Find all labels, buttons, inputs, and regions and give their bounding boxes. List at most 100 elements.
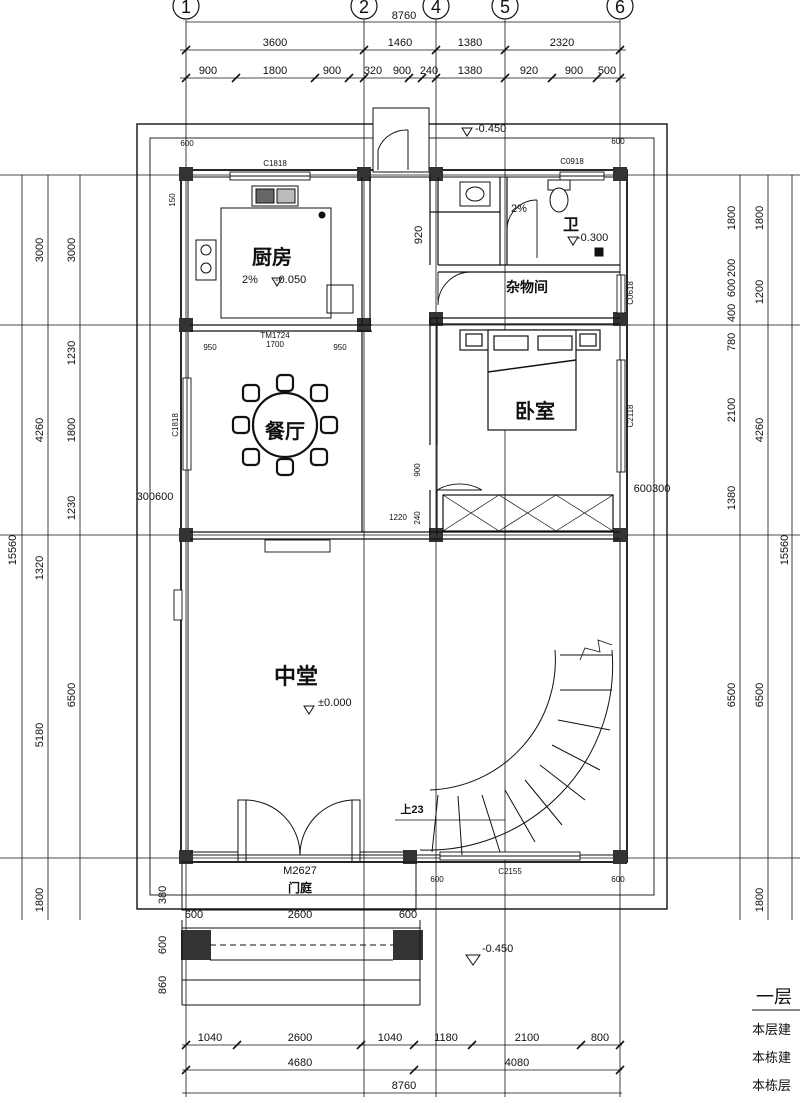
side-label-left: 300600: [137, 491, 174, 503]
side-entrance: [372, 107, 430, 173]
dim-1220: 1220: [389, 513, 407, 522]
bottom-overall-dim: 8760: [392, 1080, 416, 1092]
top-dim-1380: 1380: [458, 37, 482, 49]
room-label-porch: 门庭: [288, 880, 312, 895]
bottom-dim-2100: 2100: [515, 1032, 539, 1044]
right-dimensions: [739, 175, 793, 920]
side-dim-150: 150: [168, 193, 177, 207]
porch-dim-600b: 600: [399, 909, 417, 921]
side-dim-600-tr: 600: [611, 137, 625, 146]
porch-dim-600a: 600: [185, 909, 203, 921]
stairs-label: 上23: [400, 802, 423, 816]
axis-label-1: 1: [181, 0, 191, 17]
left-inner-6500: 6500: [66, 683, 78, 707]
bottom-dim-4080: 4080: [505, 1057, 529, 1069]
level-porch-outside: -0.450: [482, 943, 513, 955]
door-tag-tm1724: TM1724: [260, 331, 290, 340]
top-overall-dim: 8760: [392, 10, 416, 22]
top-dim-900b: 900: [323, 65, 341, 77]
notes-line-3: 本栋层: [752, 1078, 791, 1094]
bottom-dim-1180: 1180: [434, 1032, 458, 1044]
tm-dim-950a: 950: [203, 343, 217, 352]
right-mid-1200: 1200: [754, 280, 766, 304]
kitchen-fixtures: [195, 185, 354, 319]
right-inner-1380: 1380: [726, 486, 738, 510]
bathroom-fixtures: [459, 179, 604, 257]
level-top-outside: -0.450: [475, 123, 506, 135]
right-inner-780: 780: [726, 333, 738, 351]
room-label-kitchen: 厨房: [252, 245, 292, 269]
level-bath: -0.300: [577, 232, 608, 244]
left-mid-1800: 1800: [34, 888, 46, 912]
top-dim-900a: 900: [199, 65, 217, 77]
top-dim-1380b: 1380: [458, 65, 482, 77]
right-inner-400: 400: [726, 304, 738, 322]
side-dim-600-tl: 600: [180, 139, 194, 148]
right-inner-600: 600: [726, 279, 738, 297]
left-small-600: 600: [157, 936, 169, 954]
top-dim-900c: 900: [393, 65, 411, 77]
door-dim-900: 900: [413, 463, 422, 477]
left-mid-5180: 5180: [34, 723, 46, 747]
window-tag-c2155: C2155: [498, 867, 522, 876]
top-dim-1800: 1800: [263, 65, 287, 77]
axis-label-2: 2: [359, 0, 369, 17]
left-small-380: 380: [157, 886, 169, 904]
notes-line-2: 本栋建: [752, 1050, 791, 1066]
door-dim-920: 920: [413, 226, 425, 244]
top-dim-240: 240: [420, 65, 438, 77]
bottom-dim-800: 800: [591, 1032, 609, 1044]
window-tag-c0918: C0918: [560, 157, 584, 166]
windows: [173, 171, 626, 861]
left-dimensions: [21, 175, 81, 920]
window-tag-c2118: C2118: [626, 404, 635, 428]
axis-label-6: 6: [615, 0, 625, 17]
top-dim-900d: 900: [565, 65, 583, 77]
side-dim-600-br: 600: [611, 875, 625, 884]
bottom-dim-1040a: 1040: [198, 1032, 222, 1044]
right-mid-1800b: 1800: [754, 888, 766, 912]
interior-doors: [436, 199, 538, 491]
top-dim-1460: 1460: [388, 37, 412, 49]
right-inner-1800: 1800: [726, 206, 738, 230]
notes-line-1: 本层建: [752, 1023, 791, 1038]
right-inner-200: 200: [726, 259, 738, 277]
dining-table-icon: [231, 373, 339, 477]
left-inner-1230a: 1230: [66, 341, 78, 365]
bottom-dim-4680: 4680: [288, 1057, 312, 1069]
window-tag-c1818-top: C1818: [263, 159, 287, 168]
level-markers: [271, 127, 579, 966]
bed-icon: [459, 329, 601, 431]
notes-title: 一层: [756, 987, 792, 1008]
window-tag-c1818-left: C1818: [171, 413, 180, 437]
window-tag-c0618: C0618: [626, 281, 635, 305]
bottom-dimensions: [181, 1040, 625, 1094]
slope-kitchen: 2%: [242, 274, 258, 286]
top-dim-3600: 3600: [263, 37, 287, 49]
left-mid-3000: 3000: [34, 238, 46, 262]
top-dim-500: 500: [598, 65, 616, 77]
room-label-dining: 餐厅: [265, 419, 305, 443]
top-dim-320: 320: [364, 65, 382, 77]
left-inner-1800: 1800: [66, 418, 78, 442]
door-tag-m2627: M2627: [283, 865, 317, 877]
spiral-staircase: [395, 639, 614, 856]
room-label-bedroom: 卧室: [515, 399, 555, 423]
main-entrance: [181, 799, 421, 1006]
right-inner-6500: 6500: [726, 683, 738, 707]
left-inner-1230b: 1230: [66, 496, 78, 520]
porch-dim-3720: 2600: [288, 909, 312, 921]
bottom-dim-1040b: 1040: [378, 1032, 402, 1044]
right-overall-dim: 15560: [779, 535, 791, 566]
tm-dim-1700: 1700: [266, 340, 284, 349]
level-hall: ±0.000: [318, 697, 352, 709]
right-mid-6500: 6500: [754, 683, 766, 707]
side-label-right: 600300: [634, 483, 671, 495]
bottom-dim-2600: 2600: [288, 1032, 312, 1044]
side-dim-600-bl: 600: [430, 875, 444, 884]
slope-bath: 2%: [511, 203, 527, 215]
right-mid-1800a: 1800: [754, 206, 766, 230]
level-kitchen: -0.050: [275, 274, 306, 286]
axis-label-5: 5: [500, 0, 510, 17]
